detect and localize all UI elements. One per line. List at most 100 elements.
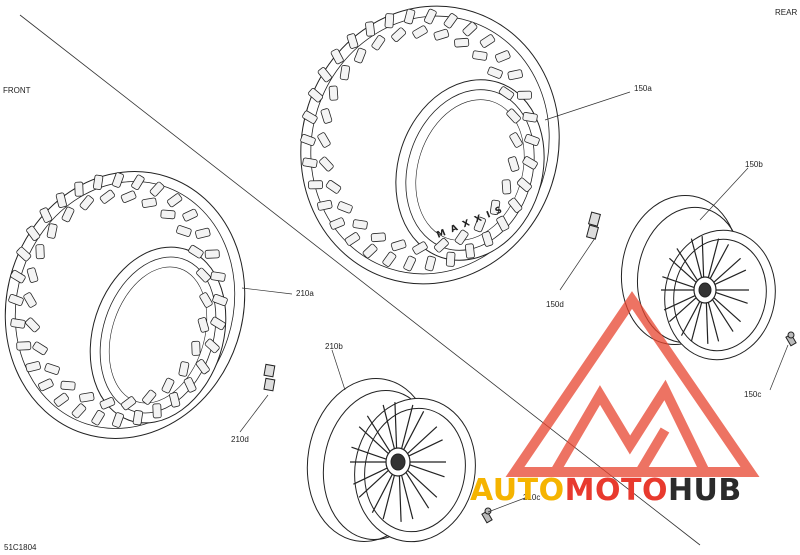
part-label-210c: 210c bbox=[523, 493, 541, 502]
tread-block bbox=[10, 318, 26, 329]
tread-block bbox=[496, 215, 510, 232]
tread-block bbox=[445, 251, 456, 267]
tread-block bbox=[16, 341, 32, 351]
tread-block bbox=[197, 317, 210, 333]
rim-spoke bbox=[669, 296, 698, 323]
tread-block bbox=[507, 156, 520, 172]
tread-block bbox=[424, 255, 436, 272]
tread-block bbox=[320, 108, 333, 124]
tread-block bbox=[472, 50, 488, 61]
tread-block bbox=[325, 179, 342, 194]
tread-block bbox=[454, 37, 470, 48]
tread-block bbox=[182, 208, 198, 222]
rim-spoke bbox=[366, 415, 392, 454]
rim-spoke bbox=[711, 298, 734, 332]
part-label-150b: 150b bbox=[745, 160, 763, 169]
tread-block bbox=[516, 177, 532, 192]
rear-balance-weight bbox=[585, 211, 601, 240]
tread-block bbox=[494, 50, 511, 63]
tread-block bbox=[91, 409, 105, 426]
rim-spoke bbox=[714, 291, 748, 304]
tread-block bbox=[346, 33, 359, 49]
rim-spoke bbox=[402, 411, 425, 452]
rim-spoke bbox=[406, 439, 443, 458]
tread-block bbox=[354, 47, 367, 64]
tread-block bbox=[183, 377, 197, 393]
tread-block bbox=[204, 249, 220, 259]
tread-block bbox=[79, 195, 94, 211]
rim-spoke bbox=[690, 301, 703, 342]
tread-block bbox=[44, 363, 60, 375]
part-label-150d: 150d bbox=[546, 300, 564, 309]
tread-block bbox=[479, 34, 496, 48]
tread-block bbox=[371, 35, 386, 51]
tread-block bbox=[337, 201, 353, 214]
rim-spoke bbox=[382, 404, 396, 451]
rim-spoke bbox=[407, 463, 445, 478]
tread-block bbox=[454, 229, 469, 245]
tread-block bbox=[302, 110, 318, 124]
rear-valve-stem bbox=[785, 331, 797, 347]
tread-block bbox=[404, 8, 416, 25]
tread-block bbox=[489, 199, 501, 215]
tread-block bbox=[481, 231, 494, 247]
tread-block bbox=[212, 294, 228, 306]
rim-spoke bbox=[358, 426, 391, 456]
watermark-moto: MOTO bbox=[564, 473, 668, 508]
rim-spoke bbox=[394, 402, 398, 451]
tread-block bbox=[71, 403, 87, 419]
tread-block bbox=[99, 189, 115, 204]
tread-block bbox=[423, 8, 437, 25]
tread-block bbox=[433, 238, 449, 253]
watermark-auto: AUTO bbox=[470, 473, 565, 508]
tread-block bbox=[26, 225, 41, 241]
rim-spoke bbox=[351, 446, 389, 461]
tread-block bbox=[339, 65, 351, 81]
tread-block bbox=[188, 244, 204, 259]
rear-label: REAR bbox=[775, 8, 798, 17]
tread-block bbox=[308, 88, 324, 103]
tread-block bbox=[132, 410, 144, 426]
tread-block bbox=[464, 243, 475, 259]
tread-block bbox=[112, 412, 124, 428]
rim-spoke bbox=[398, 473, 402, 522]
tread-block bbox=[524, 134, 540, 146]
rim-spoke bbox=[663, 294, 697, 311]
tread-block bbox=[506, 108, 521, 124]
tread-block bbox=[522, 156, 538, 170]
tread-block bbox=[195, 359, 210, 375]
tread-block bbox=[60, 380, 76, 391]
tread-block bbox=[141, 197, 157, 208]
tread-block bbox=[522, 112, 538, 123]
front-valve-stem bbox=[481, 507, 493, 524]
tread-block bbox=[79, 392, 95, 403]
tread-block bbox=[25, 317, 40, 333]
tread-block bbox=[16, 246, 32, 262]
leader-lines bbox=[239, 91, 789, 513]
tread-block bbox=[32, 341, 48, 356]
front-tire bbox=[4, 171, 246, 439]
rim-spoke bbox=[676, 248, 699, 282]
tread-block bbox=[462, 21, 478, 37]
watermark-hub: HUB bbox=[667, 473, 742, 508]
part-label-210d: 210d bbox=[231, 435, 249, 444]
tread-block bbox=[142, 389, 157, 405]
rim-spoke bbox=[705, 301, 709, 344]
tread-block bbox=[330, 48, 344, 65]
tread-block bbox=[120, 190, 137, 203]
tread-block bbox=[391, 27, 407, 42]
tread-block bbox=[308, 180, 324, 190]
rim-spoke bbox=[404, 470, 430, 509]
tread-block bbox=[317, 132, 331, 148]
tread-block bbox=[498, 86, 515, 101]
rim-spoke bbox=[712, 257, 741, 284]
tread-block bbox=[329, 217, 346, 230]
tread-block bbox=[443, 13, 458, 29]
tread-block bbox=[300, 134, 316, 146]
tread-block bbox=[384, 13, 395, 29]
tread-block bbox=[516, 90, 532, 100]
tread-block bbox=[10, 269, 26, 284]
tread-block bbox=[149, 181, 165, 197]
tread-block bbox=[507, 69, 523, 81]
tread-block bbox=[178, 361, 190, 377]
